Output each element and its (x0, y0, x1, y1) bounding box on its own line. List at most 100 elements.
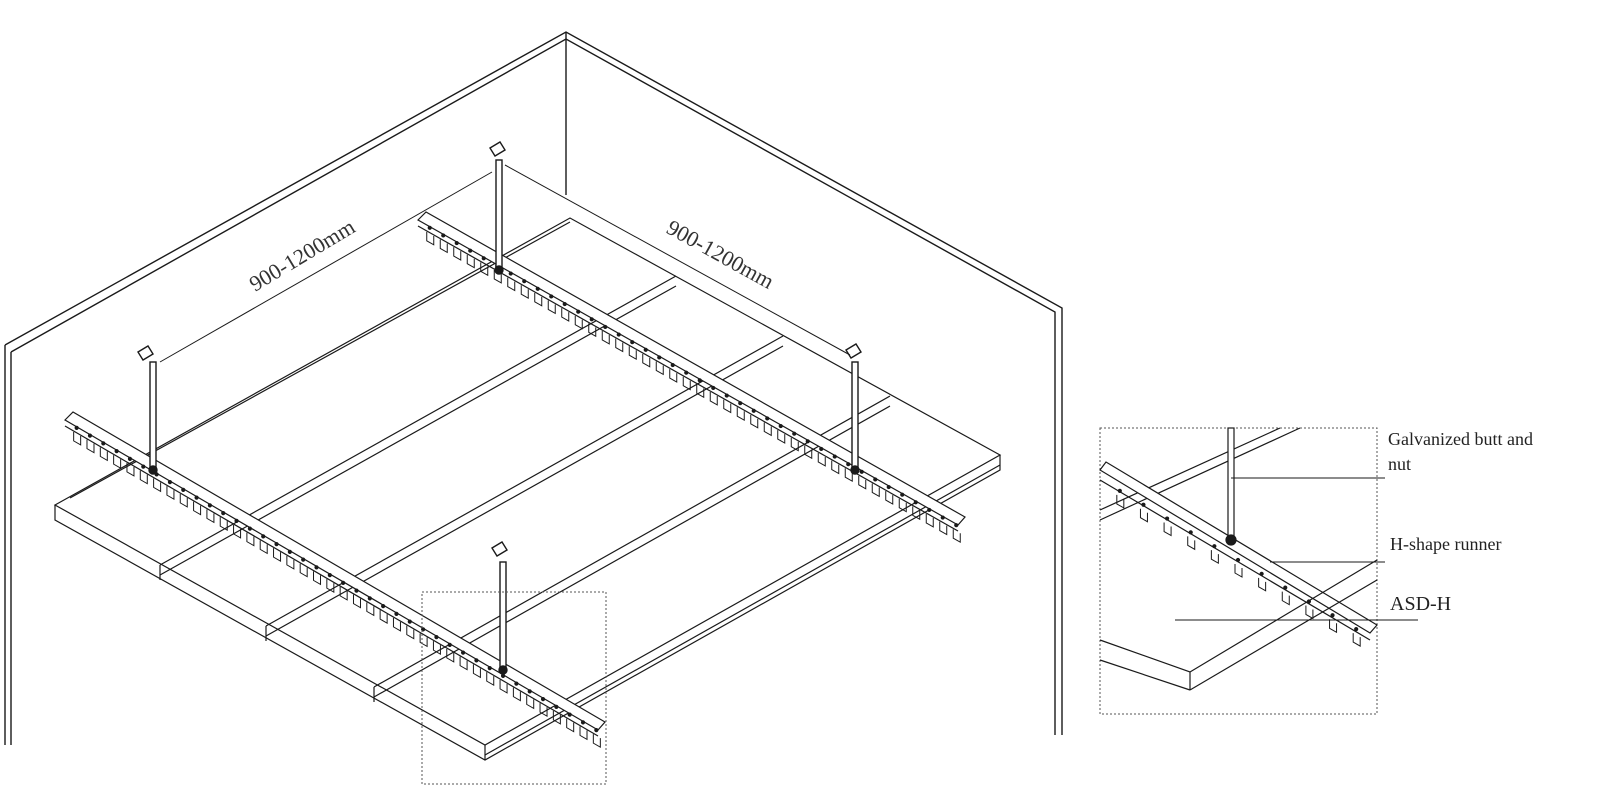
hanger-rod-4 (491, 541, 508, 675)
runner-hole (114, 449, 119, 454)
runner-clip (534, 292, 543, 307)
runner-hole (900, 492, 905, 497)
runner-clip (286, 555, 295, 570)
runner-clip (844, 468, 853, 483)
runner-clip (439, 239, 448, 254)
runner-hole (434, 635, 439, 640)
runner-front (64, 411, 606, 737)
runner-hole (394, 611, 399, 616)
dimension-lines (159, 164, 851, 363)
runner-clip (547, 300, 556, 315)
runner-clip (73, 431, 82, 446)
runner-hole (567, 712, 572, 717)
runner-clip (480, 262, 489, 277)
runner-clip (273, 548, 282, 562)
detail-source-box (421, 591, 607, 785)
runner-clip (817, 452, 826, 467)
dimension-label-left: 900-1200mm (245, 214, 360, 296)
runner-clip (777, 430, 786, 444)
callout-butt-nut-line2: nut (1388, 454, 1411, 474)
callout-runner: H-shape runner (1390, 534, 1501, 554)
runner-hole (441, 233, 446, 238)
runner-clip (459, 656, 468, 671)
runner-hole (314, 565, 319, 570)
runner-hole (549, 294, 554, 299)
runner-hole (711, 385, 716, 391)
runner-clip (406, 625, 415, 640)
runner-clip (352, 594, 361, 609)
runner-hole (234, 518, 239, 523)
runner-clip (858, 475, 867, 490)
runner-hole (407, 619, 412, 624)
runner-clip (885, 491, 894, 505)
runner-hole (1188, 530, 1193, 535)
runner-clip (1187, 536, 1196, 551)
runner-hole (940, 515, 945, 520)
runner-hole (873, 477, 878, 482)
runner-hole (616, 332, 621, 337)
runner-clip (466, 254, 475, 269)
runner-clip (446, 648, 455, 663)
hanger-rod-2 (137, 345, 158, 475)
runner-hole (514, 681, 519, 686)
runner-clip (790, 437, 799, 452)
runner-hole (859, 469, 864, 474)
room-walls (4, 31, 1063, 745)
runner-back-clips (426, 225, 961, 544)
runner-clip (682, 376, 691, 391)
runner-clip (432, 641, 441, 655)
runner-hole (594, 728, 599, 733)
runner-hole (207, 503, 213, 508)
runner-clip (642, 353, 651, 368)
runner-hole (367, 596, 372, 601)
runner-clip (139, 470, 148, 485)
runner-clip (299, 563, 308, 578)
runner-clip (1163, 522, 1172, 537)
runner-clip (113, 455, 122, 469)
runner-hole (1117, 488, 1122, 494)
runner-hole (765, 416, 770, 421)
runner-clip (486, 672, 495, 686)
runner-hole (670, 362, 675, 368)
runner-clip (763, 422, 772, 437)
hanger-rods (137, 141, 862, 675)
runner-clip (512, 687, 521, 702)
detail-view (1099, 427, 1418, 715)
runner-hole (805, 439, 810, 444)
runner-clip (804, 445, 813, 460)
runner-clip (246, 532, 255, 547)
runner-hole (846, 462, 851, 467)
runner-hole (167, 480, 173, 485)
runner-clip (539, 703, 548, 717)
runner-hole (87, 433, 93, 438)
runner-hole (74, 425, 79, 430)
runner-clip (179, 493, 188, 508)
runner-hole (580, 720, 586, 725)
runner-hole (832, 454, 837, 459)
runner-hole (684, 370, 689, 375)
runner-hole (508, 271, 513, 276)
runner-hole (819, 446, 824, 452)
runner-hole (886, 484, 891, 490)
runner-clip (566, 718, 575, 733)
runner-hole (527, 689, 532, 694)
runner-clip (392, 617, 401, 632)
runner-clip (1281, 591, 1290, 606)
runner-hole (1354, 626, 1359, 632)
runner-hole (792, 431, 797, 436)
runner-hole (657, 355, 662, 360)
runner-clip (166, 486, 175, 500)
runner-hole (1212, 544, 1217, 549)
runner-hole (643, 347, 648, 352)
runner-hole (141, 464, 146, 469)
runner-hole (1141, 502, 1146, 507)
runner-clip (126, 462, 135, 477)
runner-hole (954, 523, 959, 528)
runner-hole (630, 340, 635, 345)
runner-clip (472, 664, 481, 679)
runner-hole (274, 542, 279, 547)
runner-clip (939, 521, 948, 536)
callout-panel: ASD-H (1390, 593, 1451, 615)
runner-hole (101, 441, 106, 446)
